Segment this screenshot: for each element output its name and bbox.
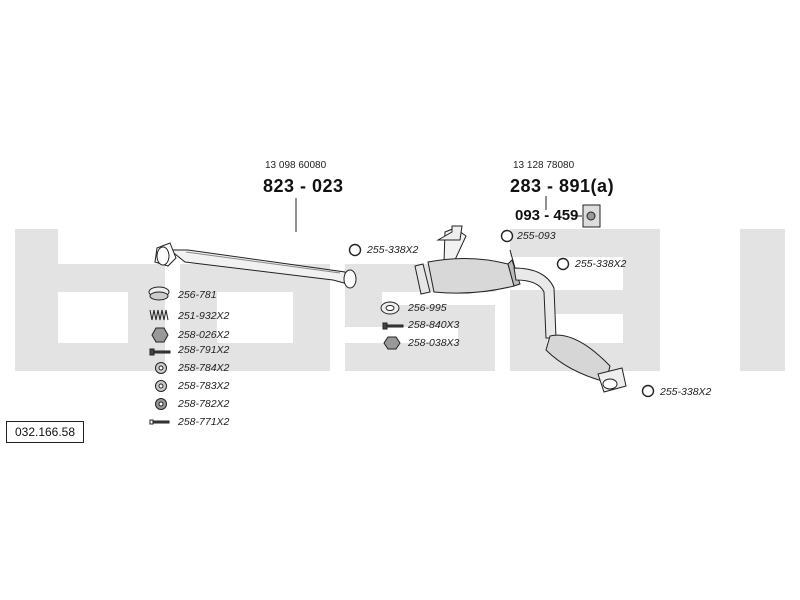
ring-clamp-icon — [500, 229, 514, 243]
nut-icon — [383, 336, 401, 350]
pin-icon — [149, 419, 170, 425]
rear-silencer-number: 283 - 891(a) — [510, 176, 615, 196]
fitting-label: 251-932X2 — [178, 310, 230, 322]
fitting-label: 256-995 — [408, 302, 447, 314]
front-pipe-icon — [154, 242, 357, 289]
front-pipe-ref: 13 098 60080 — [265, 160, 327, 171]
spring-icon — [149, 309, 169, 321]
fitting-label: 258-791X2 — [178, 344, 230, 356]
bolt-icon — [382, 322, 404, 330]
fitting-label: 256-781 — [178, 289, 217, 301]
fitting-label: 258-784X2 — [178, 362, 230, 374]
front-pipe-number: 823 - 023 — [263, 176, 344, 196]
rubber-mount-number: 093 - 459 — [515, 207, 579, 224]
rear-silencer-icon — [513, 267, 627, 393]
fitting-label: 255-093 — [517, 230, 556, 242]
fitting-label: 258-771X2 — [178, 416, 230, 428]
fitting-label: 258-783X2 — [178, 380, 230, 392]
bolt-icon — [149, 348, 171, 356]
ring-clamp-icon — [556, 257, 570, 271]
fitting-label: 255-338X2 — [660, 386, 712, 398]
fitting-label: 258-026X2 — [178, 329, 230, 341]
gasket-cone-icon — [148, 286, 170, 301]
fitting-label: 258-038X3 — [408, 337, 460, 349]
gasket-ring-icon — [380, 301, 400, 315]
ring-clamp-icon — [641, 384, 655, 398]
nut-icon — [151, 327, 169, 343]
rubber-mount-icon — [582, 204, 601, 228]
rear-silencer-ref: 13 128 78080 — [513, 160, 575, 171]
fitting-label: 255-338X2 — [575, 258, 627, 270]
fitting-label: 258-782X2 — [178, 398, 230, 410]
fitting-label: 258-840X3 — [408, 319, 460, 331]
kit-number: 032.166.58 — [6, 421, 84, 443]
fitting-label: 255-338X2 — [367, 244, 419, 256]
ring-clamp-icon — [348, 243, 362, 257]
